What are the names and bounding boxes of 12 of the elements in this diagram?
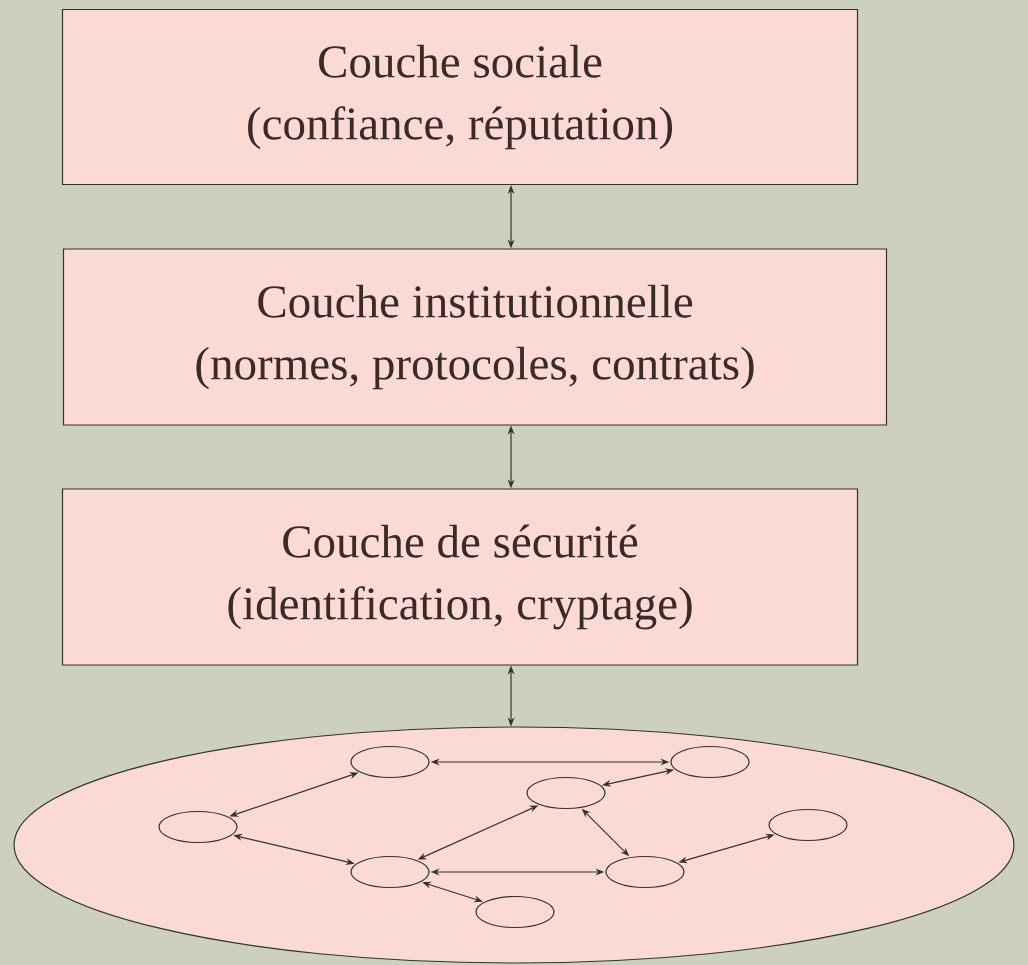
peer-ellipse [350,855,430,889]
peer-ellipse [475,895,555,929]
layer-box: Couche de sécurité (identification, cryptage) [61,488,859,666]
layer-box: Couche sociale (confiance, réputation) [61,8,859,186]
peer-ellipse [670,745,750,779]
peer-ellipse [526,776,606,810]
layer-box: Couche institutionnelle (normes, protocoles, contrats) [62,248,888,426]
peer-ellipse [605,855,685,889]
peer-ellipse [350,745,430,779]
peer-ellipse [158,810,238,844]
network-ellipse [13,726,1015,964]
peer-ellipse [768,808,848,842]
